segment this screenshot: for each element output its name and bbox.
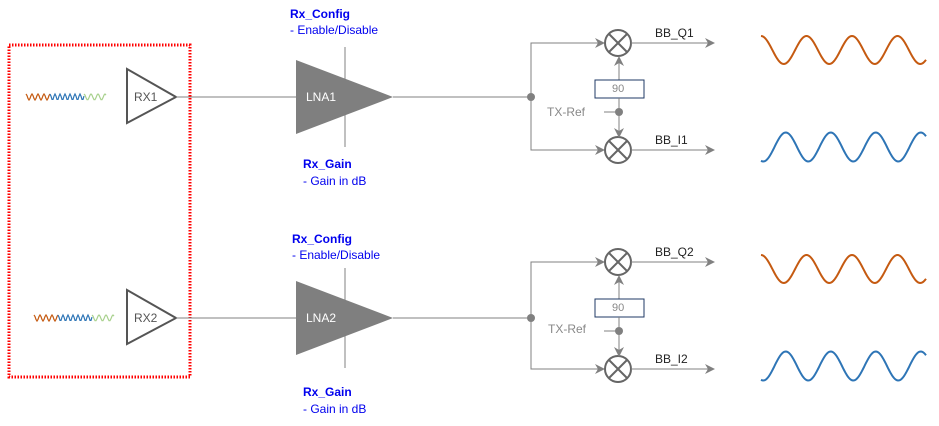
phase-shift-label-1: 90: [612, 83, 625, 95]
split-junction-2: [527, 314, 535, 322]
input-signal-green-1: [83, 93, 107, 101]
split-line-2: [530, 261, 588, 370]
lna2-label: LNA2: [306, 311, 337, 325]
tx-ref-junction-1: [615, 108, 623, 116]
bb-q-waveform-1: [760, 34, 927, 65]
input-signal-blue-2: [57, 313, 93, 322]
antenna-boundary: [7, 43, 192, 379]
rx2-label: RX2: [134, 311, 158, 325]
rx2-antenna-triangle: [126, 288, 179, 346]
phase-shift-label-2: 90: [612, 302, 625, 314]
tx-ref-label-2: TX-Ref: [548, 322, 587, 336]
bb-i2-label: BB_I2: [655, 352, 688, 366]
rx-gain-desc-2: - Gain in dB: [303, 402, 367, 416]
bb-q-waveform-2: [760, 253, 927, 284]
bb-i-waveform-2: [760, 350, 927, 382]
input-signal-orange-1: [25, 92, 51, 102]
tx-ref-label-1: TX-Ref: [547, 105, 586, 119]
input-signal-orange-2: [33, 313, 59, 323]
q-mixer-cross-icon-2: [608, 252, 628, 272]
input-signal-green-2: [91, 314, 115, 322]
i-mixer-cross-icon-1: [608, 140, 628, 160]
rx1-label: RX1: [134, 90, 158, 104]
rx-config-title-2: Rx_Config: [292, 232, 352, 246]
split-junction-1: [527, 93, 535, 101]
i-mixer-cross-icon-2: [608, 359, 628, 379]
rx-config-desc-2: - Enable/Disable: [292, 248, 381, 262]
rx-gain-desc-1: - Gain in dB: [303, 174, 367, 188]
bb-i1-label: BB_I1: [655, 133, 688, 147]
split-line-1: [530, 42, 588, 151]
rx1-antenna-triangle: [126, 67, 179, 125]
rx-config-desc-1: - Enable/Disable: [290, 23, 379, 37]
bb-q2-label: BB_Q2: [655, 245, 694, 259]
bb-i-waveform-1: [760, 131, 927, 163]
q-mixer-cross-icon-1: [608, 33, 628, 53]
tx-ref-junction-2: [615, 327, 623, 335]
lna2-amplifier: [296, 281, 393, 355]
lna1-amplifier: [296, 60, 393, 134]
rx-gain-title-2: Rx_Gain: [303, 385, 352, 399]
lna1-label: LNA1: [306, 90, 337, 104]
rx-gain-title-1: Rx_Gain: [303, 157, 352, 171]
bb-q1-label: BB_Q1: [655, 26, 694, 40]
input-signal-blue-1: [49, 92, 85, 101]
rx-config-title-1: Rx_Config: [290, 7, 350, 21]
